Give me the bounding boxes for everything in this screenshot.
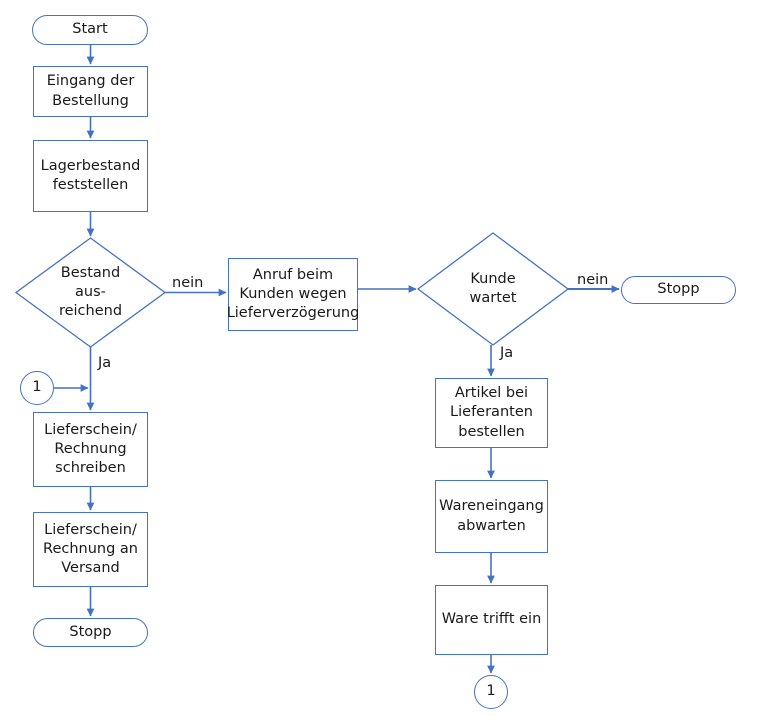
node-lagerbestand-feststellen[interactable]: Lagerbestand feststellen xyxy=(33,140,148,212)
node-start[interactable]: Start xyxy=(32,15,148,45)
node-ware-trifft-ein-label: Ware trifft ein xyxy=(441,611,542,628)
node-stopp-links-label: Stopp xyxy=(69,623,112,640)
node-wareneingang-abwarten-label: Wareneingang abwarten xyxy=(439,498,544,534)
node-start-label: Start xyxy=(72,21,108,38)
node-bestand-ausreichend[interactable]: Bestand aus- reichend xyxy=(16,238,165,347)
node-artikel-bei-lieferanten-bestellen-label: Artikel bei Lieferanten bestellen xyxy=(450,385,533,440)
node-eingang-der-bestellung-label: Eingang der Bestellung xyxy=(46,73,135,109)
node-lieferschein-rechnung-an-versand[interactable]: Lieferschein/ Rechnung an Versand xyxy=(33,512,148,587)
node-stopp-links[interactable]: Stopp xyxy=(33,618,148,647)
node-stopp-rechts-label: Stopp xyxy=(657,281,700,298)
node-lagerbestand-feststellen-label: Lagerbestand feststellen xyxy=(40,157,141,193)
node-lieferschein-rechnung-schreiben[interactable]: Lieferschein/ Rechnung schreiben xyxy=(33,412,148,487)
edge-label-nein-bestand: nein xyxy=(172,275,204,291)
node-wareneingang-abwarten[interactable]: Wareneingang abwarten xyxy=(435,480,548,553)
node-connector-1-links[interactable]: 1 xyxy=(20,371,54,405)
node-kunde-wartet-label: Kunde wartet xyxy=(469,270,517,306)
node-eingang-der-bestellung[interactable]: Eingang der Bestellung xyxy=(33,66,148,117)
node-lieferschein-rechnung-an-versand-label: Lieferschein/ Rechnung an Versand xyxy=(43,521,138,577)
node-connector-1-links-label: 1 xyxy=(32,379,42,396)
node-stopp-rechts[interactable]: Stopp xyxy=(621,276,736,304)
edge-label-nein-kunde: nein xyxy=(577,272,609,288)
node-anruf-beim-kunden[interactable]: Anruf beim Kunden wegen Lieferverzögerun… xyxy=(226,258,360,331)
node-lieferschein-rechnung-schreiben-label: Lieferschein/ Rechnung schreiben xyxy=(44,421,137,477)
node-kunde-wartet[interactable]: Kunde wartet xyxy=(418,233,568,345)
node-connector-1-unten[interactable]: 1 xyxy=(474,675,508,709)
node-ware-trifft-ein[interactable]: Ware trifft ein xyxy=(435,585,548,655)
node-connector-1-unten-label: 1 xyxy=(486,683,496,700)
edge-label-ja-kunde: Ja xyxy=(500,345,514,361)
decision-shape-kunde-wartet xyxy=(416,232,570,346)
node-anruf-beim-kunden-label: Anruf beim Kunden wegen Lieferverzögerun… xyxy=(226,266,360,322)
node-bestand-ausreichend-label: Bestand aus- reichend xyxy=(58,264,123,320)
node-artikel-bei-lieferanten-bestellen[interactable]: Artikel bei Lieferanten bestellen xyxy=(435,378,548,448)
edge-label-ja-bestand: Ja xyxy=(98,355,112,371)
